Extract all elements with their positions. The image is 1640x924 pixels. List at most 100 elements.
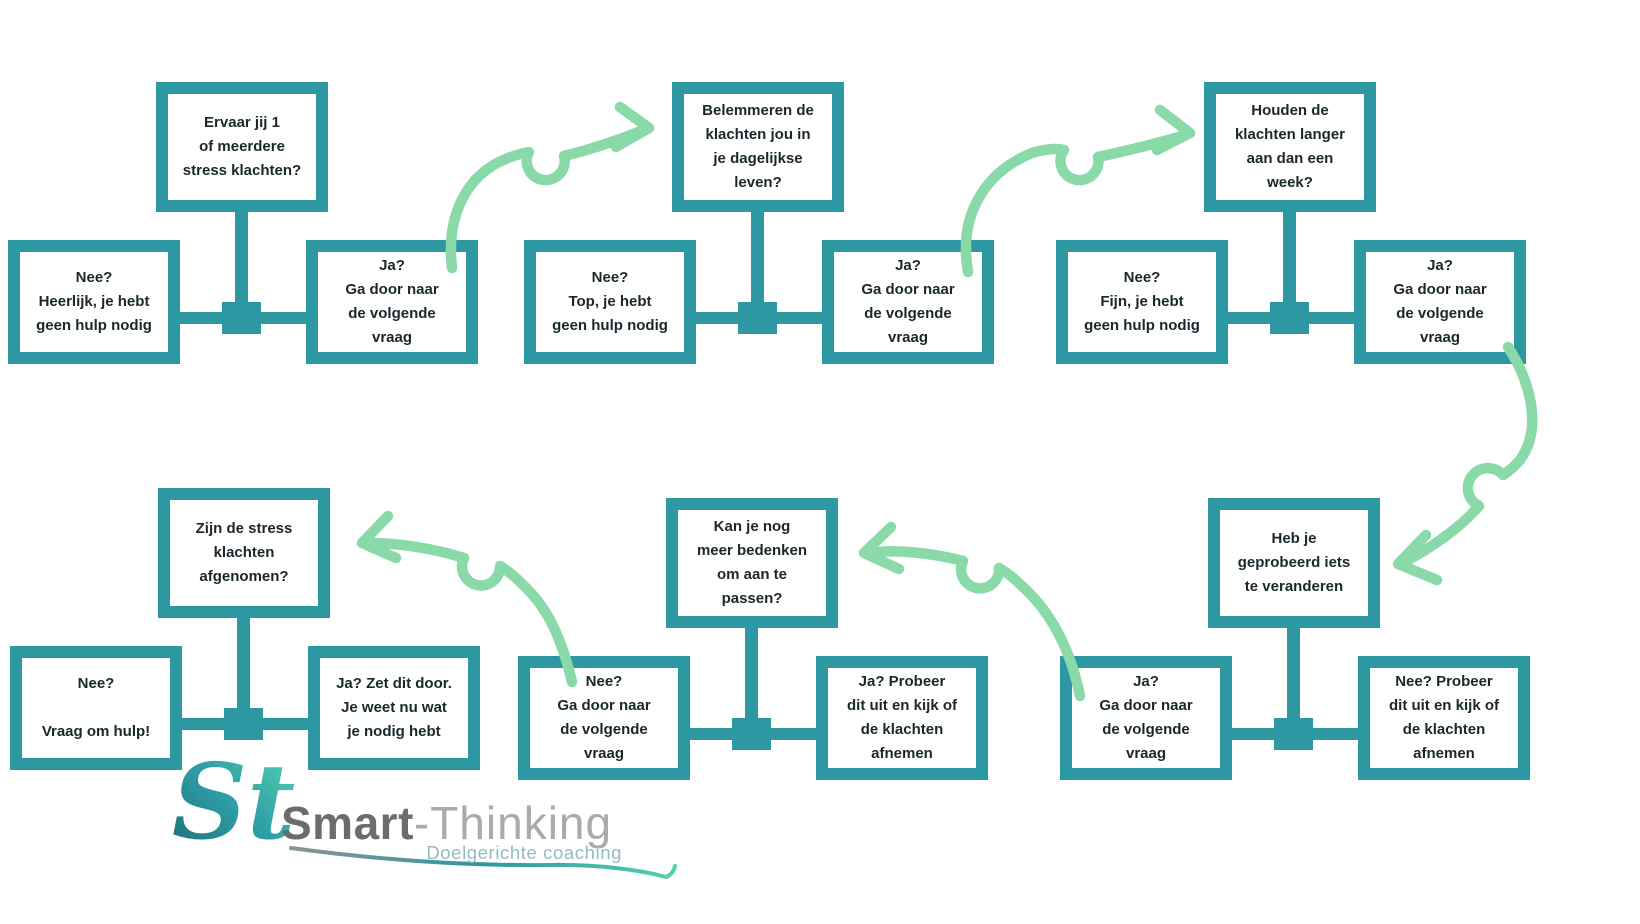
right-answer-box: Ja? Ga door naar de volgende vraag bbox=[1354, 240, 1526, 364]
logo-monogram-icon: St bbox=[172, 740, 295, 863]
box-text-line: Houden de bbox=[1251, 102, 1329, 119]
connector-vertical-line bbox=[751, 210, 764, 324]
box-text-line: Ga door naar bbox=[1099, 697, 1193, 714]
decision-group-question-2-top-middle: Belemmeren de klachten jou in je dagelijks… bbox=[524, 82, 994, 366]
box-text-line: Ervaar jij 1 bbox=[204, 114, 280, 131]
box-text-line: Nee? bbox=[1123, 269, 1161, 286]
connector-junction bbox=[1270, 302, 1309, 334]
box-text-line: vraag bbox=[583, 745, 625, 762]
box-text-line: je dagelijkse bbox=[713, 150, 803, 167]
question-box: Houden de klachten langer aan dan een week? bbox=[1204, 82, 1376, 212]
box-text-line: Nee? bbox=[585, 673, 623, 690]
brand-name: Smart-Thinking bbox=[281, 796, 612, 850]
box-text-line: Ja? bbox=[1133, 673, 1159, 690]
box-text-line: je nodig hebt bbox=[347, 723, 441, 740]
box-text-line: Nee? bbox=[75, 269, 113, 286]
left-answer-box: Nee? Top, je hebt geen hulp nodig bbox=[524, 240, 696, 364]
box-text-line: Ja? bbox=[1427, 257, 1453, 274]
left-answer-box: Nee? Heerlijk, je hebt geen hulp nodig bbox=[8, 240, 180, 364]
box-text-line: de volgende bbox=[348, 305, 436, 322]
box-text-line: Heerlijk, je hebt bbox=[38, 293, 150, 310]
box-text-line: geen hulp nodig bbox=[1084, 317, 1200, 334]
brand-name-bold: Smart bbox=[281, 797, 414, 849]
decision-group-question-3-top-right: Houden de klachten langer aan dan een week?… bbox=[1056, 82, 1526, 366]
connector-junction bbox=[738, 302, 777, 334]
question-text: Ervaar jij 1 of meerdere stress klachten? bbox=[168, 111, 316, 183]
box-text-line: afnemen bbox=[1413, 745, 1475, 762]
question-box: Ervaar jij 1 of meerdere stress klachten? bbox=[156, 82, 328, 212]
box-text-line: Ga door naar bbox=[1393, 281, 1487, 298]
box-text-line: meer bedenken bbox=[696, 542, 808, 559]
connector-junction bbox=[224, 708, 263, 740]
box-text-line: Belemmeren de bbox=[702, 102, 814, 119]
box-text-line: klachten jou in bbox=[705, 126, 811, 143]
box-text-line: Ga door naar bbox=[557, 697, 651, 714]
question-text: Houden de klachten langer aan dan een week? bbox=[1216, 99, 1364, 195]
box-text-line: de volgende bbox=[864, 305, 952, 322]
logo-monogram-text: St bbox=[172, 740, 295, 863]
box-text-line: vraag bbox=[371, 329, 413, 346]
box-text-line: week? bbox=[1267, 174, 1313, 191]
left-answer-box: Nee? Vraag om hulp! bbox=[10, 646, 182, 770]
box-text-line: vraag bbox=[1125, 745, 1167, 762]
box-text-line: Kan je nog bbox=[713, 518, 791, 535]
box-text-line: de klachten bbox=[860, 721, 944, 738]
left-answer-box: Nee? Fijn, je hebt geen hulp nodig bbox=[1056, 240, 1228, 364]
box-text-line: Vraag om hulp! bbox=[41, 723, 151, 740]
box-text-line: stress klachten? bbox=[182, 162, 302, 179]
box-text-line: passen? bbox=[721, 590, 783, 607]
connector-junction bbox=[222, 302, 261, 334]
connector-vertical-line bbox=[235, 210, 248, 324]
connector-vertical-line bbox=[745, 626, 758, 740]
box-text-line: of meerdere bbox=[199, 138, 285, 155]
box-text-line: Nee? Probeer bbox=[1395, 673, 1493, 690]
box-text-line: klachten bbox=[213, 544, 275, 561]
left-answer-text: Nee? Fijn, je hebt geen hulp nodig bbox=[1068, 266, 1216, 338]
box-text-line: Fijn, je hebt bbox=[1100, 293, 1184, 310]
left-answer-text: Nee? Vraag om hulp! bbox=[22, 672, 170, 744]
box-text-line: aan dan een bbox=[1246, 150, 1334, 167]
box-text-line: Ja? Probeer bbox=[858, 673, 946, 690]
box-text-line: Nee? bbox=[77, 675, 115, 692]
box-text-line: de volgende bbox=[1396, 305, 1484, 322]
box-text-line: de klachten bbox=[1402, 721, 1486, 738]
box-text-line: te veranderen bbox=[1244, 578, 1344, 595]
box-text-line: Nee? bbox=[591, 269, 629, 286]
box-text-line: Ja? bbox=[379, 257, 405, 274]
box-text-line: leven? bbox=[734, 174, 782, 191]
connector-vertical-line bbox=[1283, 210, 1296, 324]
box-text-line: Zijn de stress bbox=[195, 520, 293, 537]
box-text-line: afnemen bbox=[871, 745, 933, 762]
box-text-line: geen hulp nodig bbox=[552, 317, 668, 334]
left-answer-text: Nee? Top, je hebt geen hulp nodig bbox=[536, 266, 684, 338]
box-text-line: Ga door naar bbox=[861, 281, 955, 298]
box-text-line: geen hulp nodig bbox=[36, 317, 152, 334]
question-text: Belemmeren de klachten jou in je dagelijks… bbox=[684, 99, 832, 195]
box-text-line: Je weet nu wat bbox=[341, 699, 447, 716]
box-text-line: Top, je hebt bbox=[568, 293, 652, 310]
box-text-line: vraag bbox=[1419, 329, 1461, 346]
box-text-line: klachten langer bbox=[1234, 126, 1346, 143]
box-text-line: geprobeerd iets bbox=[1237, 554, 1351, 571]
